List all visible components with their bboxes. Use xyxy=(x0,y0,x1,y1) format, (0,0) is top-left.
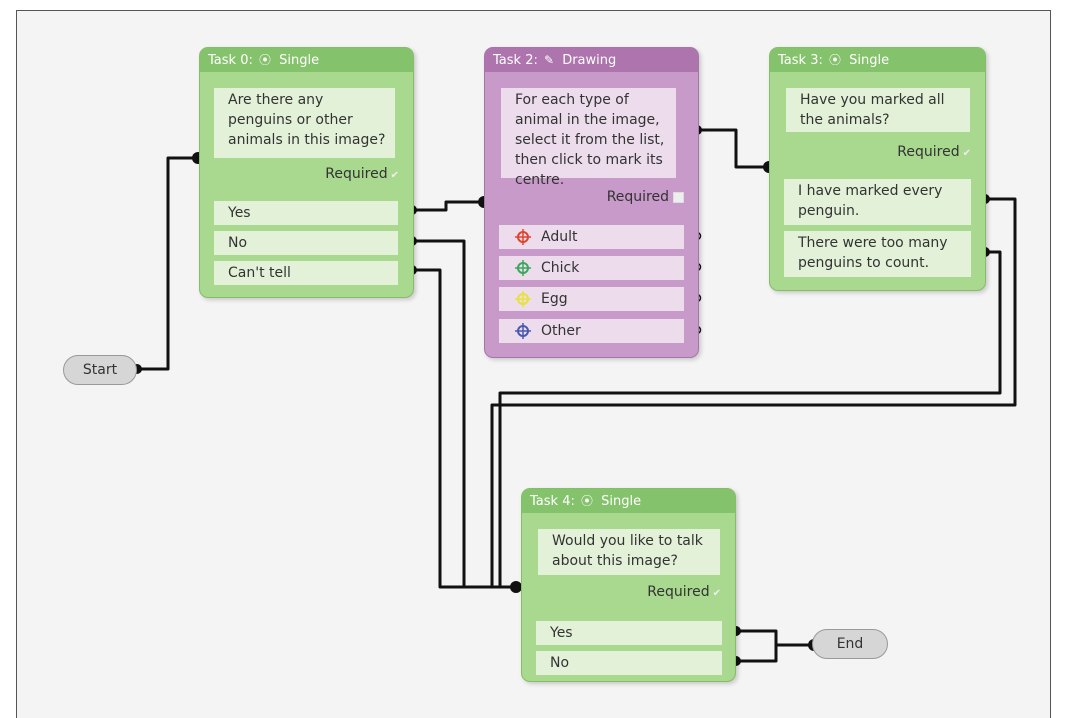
end-node[interactable]: End xyxy=(812,629,888,659)
tool-adult[interactable]: Adult xyxy=(499,225,684,249)
task-2-type: Drawing xyxy=(562,53,617,68)
task-3-question[interactable]: Have you marked all the animals? xyxy=(786,88,970,132)
checkmark-icon: ✔ xyxy=(390,170,399,181)
task-2-title: Task 2: xyxy=(493,53,538,68)
single-choice-icon: ⦿ xyxy=(580,494,593,508)
task-3-required[interactable]: Required✔ xyxy=(897,144,971,160)
task-0-answer-yes[interactable]: Yes xyxy=(214,201,398,225)
checkmark-icon: ✔ xyxy=(712,588,721,599)
task-3-card[interactable]: Task 3: ⦿ Single Have you marked all the… xyxy=(769,47,986,291)
required-checkbox[interactable] xyxy=(673,191,684,203)
task-3-answer-marked-every[interactable]: I have marked every penguin. xyxy=(784,179,971,225)
task-2-question[interactable]: For each type of animal in the image, se… xyxy=(501,88,676,188)
crosshair-icon xyxy=(515,291,531,307)
task-4-required[interactable]: Required✔ xyxy=(647,584,721,600)
crosshair-icon xyxy=(515,323,531,339)
end-label: End xyxy=(836,636,864,652)
single-choice-icon: ⦿ xyxy=(828,53,841,67)
task-4-type: Single xyxy=(601,494,642,509)
start-label: Start xyxy=(82,362,118,378)
task-4-answer-yes[interactable]: Yes xyxy=(536,621,722,645)
crosshair-icon xyxy=(515,260,531,276)
tool-chick[interactable]: Chick xyxy=(499,256,684,280)
task-4-title: Task 4: xyxy=(530,494,575,509)
task-0-header[interactable]: Task 0: ⦿ Single xyxy=(200,48,413,72)
task-2-card[interactable]: Task 2: ✎ Drawing For each type of anima… xyxy=(484,47,699,358)
task-0-title: Task 0: xyxy=(208,53,253,68)
task-0-card[interactable]: Task 0: ⦿ Single Are there any penguins … xyxy=(199,47,414,298)
tool-other[interactable]: Other xyxy=(499,319,684,343)
task-0-required[interactable]: Required✔ xyxy=(325,166,399,182)
task-0-type: Single xyxy=(279,53,320,68)
task-3-title: Task 3: xyxy=(778,53,823,68)
tool-egg[interactable]: Egg xyxy=(499,287,684,311)
task-2-header[interactable]: Task 2: ✎ Drawing xyxy=(485,48,698,72)
start-node[interactable]: Start xyxy=(63,355,137,385)
task-3-type: Single xyxy=(849,53,890,68)
task-4-card[interactable]: Task 4: ⦿ Single Would you like to talk … xyxy=(521,488,736,682)
task-4-header[interactable]: Task 4: ⦿ Single xyxy=(522,489,735,513)
single-choice-icon: ⦿ xyxy=(258,53,271,67)
task-3-answer-too-many[interactable]: There were too many penguins to count. xyxy=(784,231,971,277)
crosshair-icon xyxy=(515,229,531,245)
checkmark-icon: ✔ xyxy=(962,148,971,159)
task-0-answer-cant-tell[interactable]: Can't tell xyxy=(214,261,398,285)
task-3-header[interactable]: Task 3: ⦿ Single xyxy=(770,48,985,72)
task-2-required[interactable]: Required xyxy=(607,189,684,205)
task-4-answer-no[interactable]: No xyxy=(536,651,722,675)
task-4-question[interactable]: Would you like to talk about this image? xyxy=(538,529,720,575)
pencil-icon: ✎ xyxy=(543,53,555,67)
task-0-question[interactable]: Are there any penguins or other animals … xyxy=(214,88,395,158)
task-0-answer-no[interactable]: No xyxy=(214,231,398,255)
